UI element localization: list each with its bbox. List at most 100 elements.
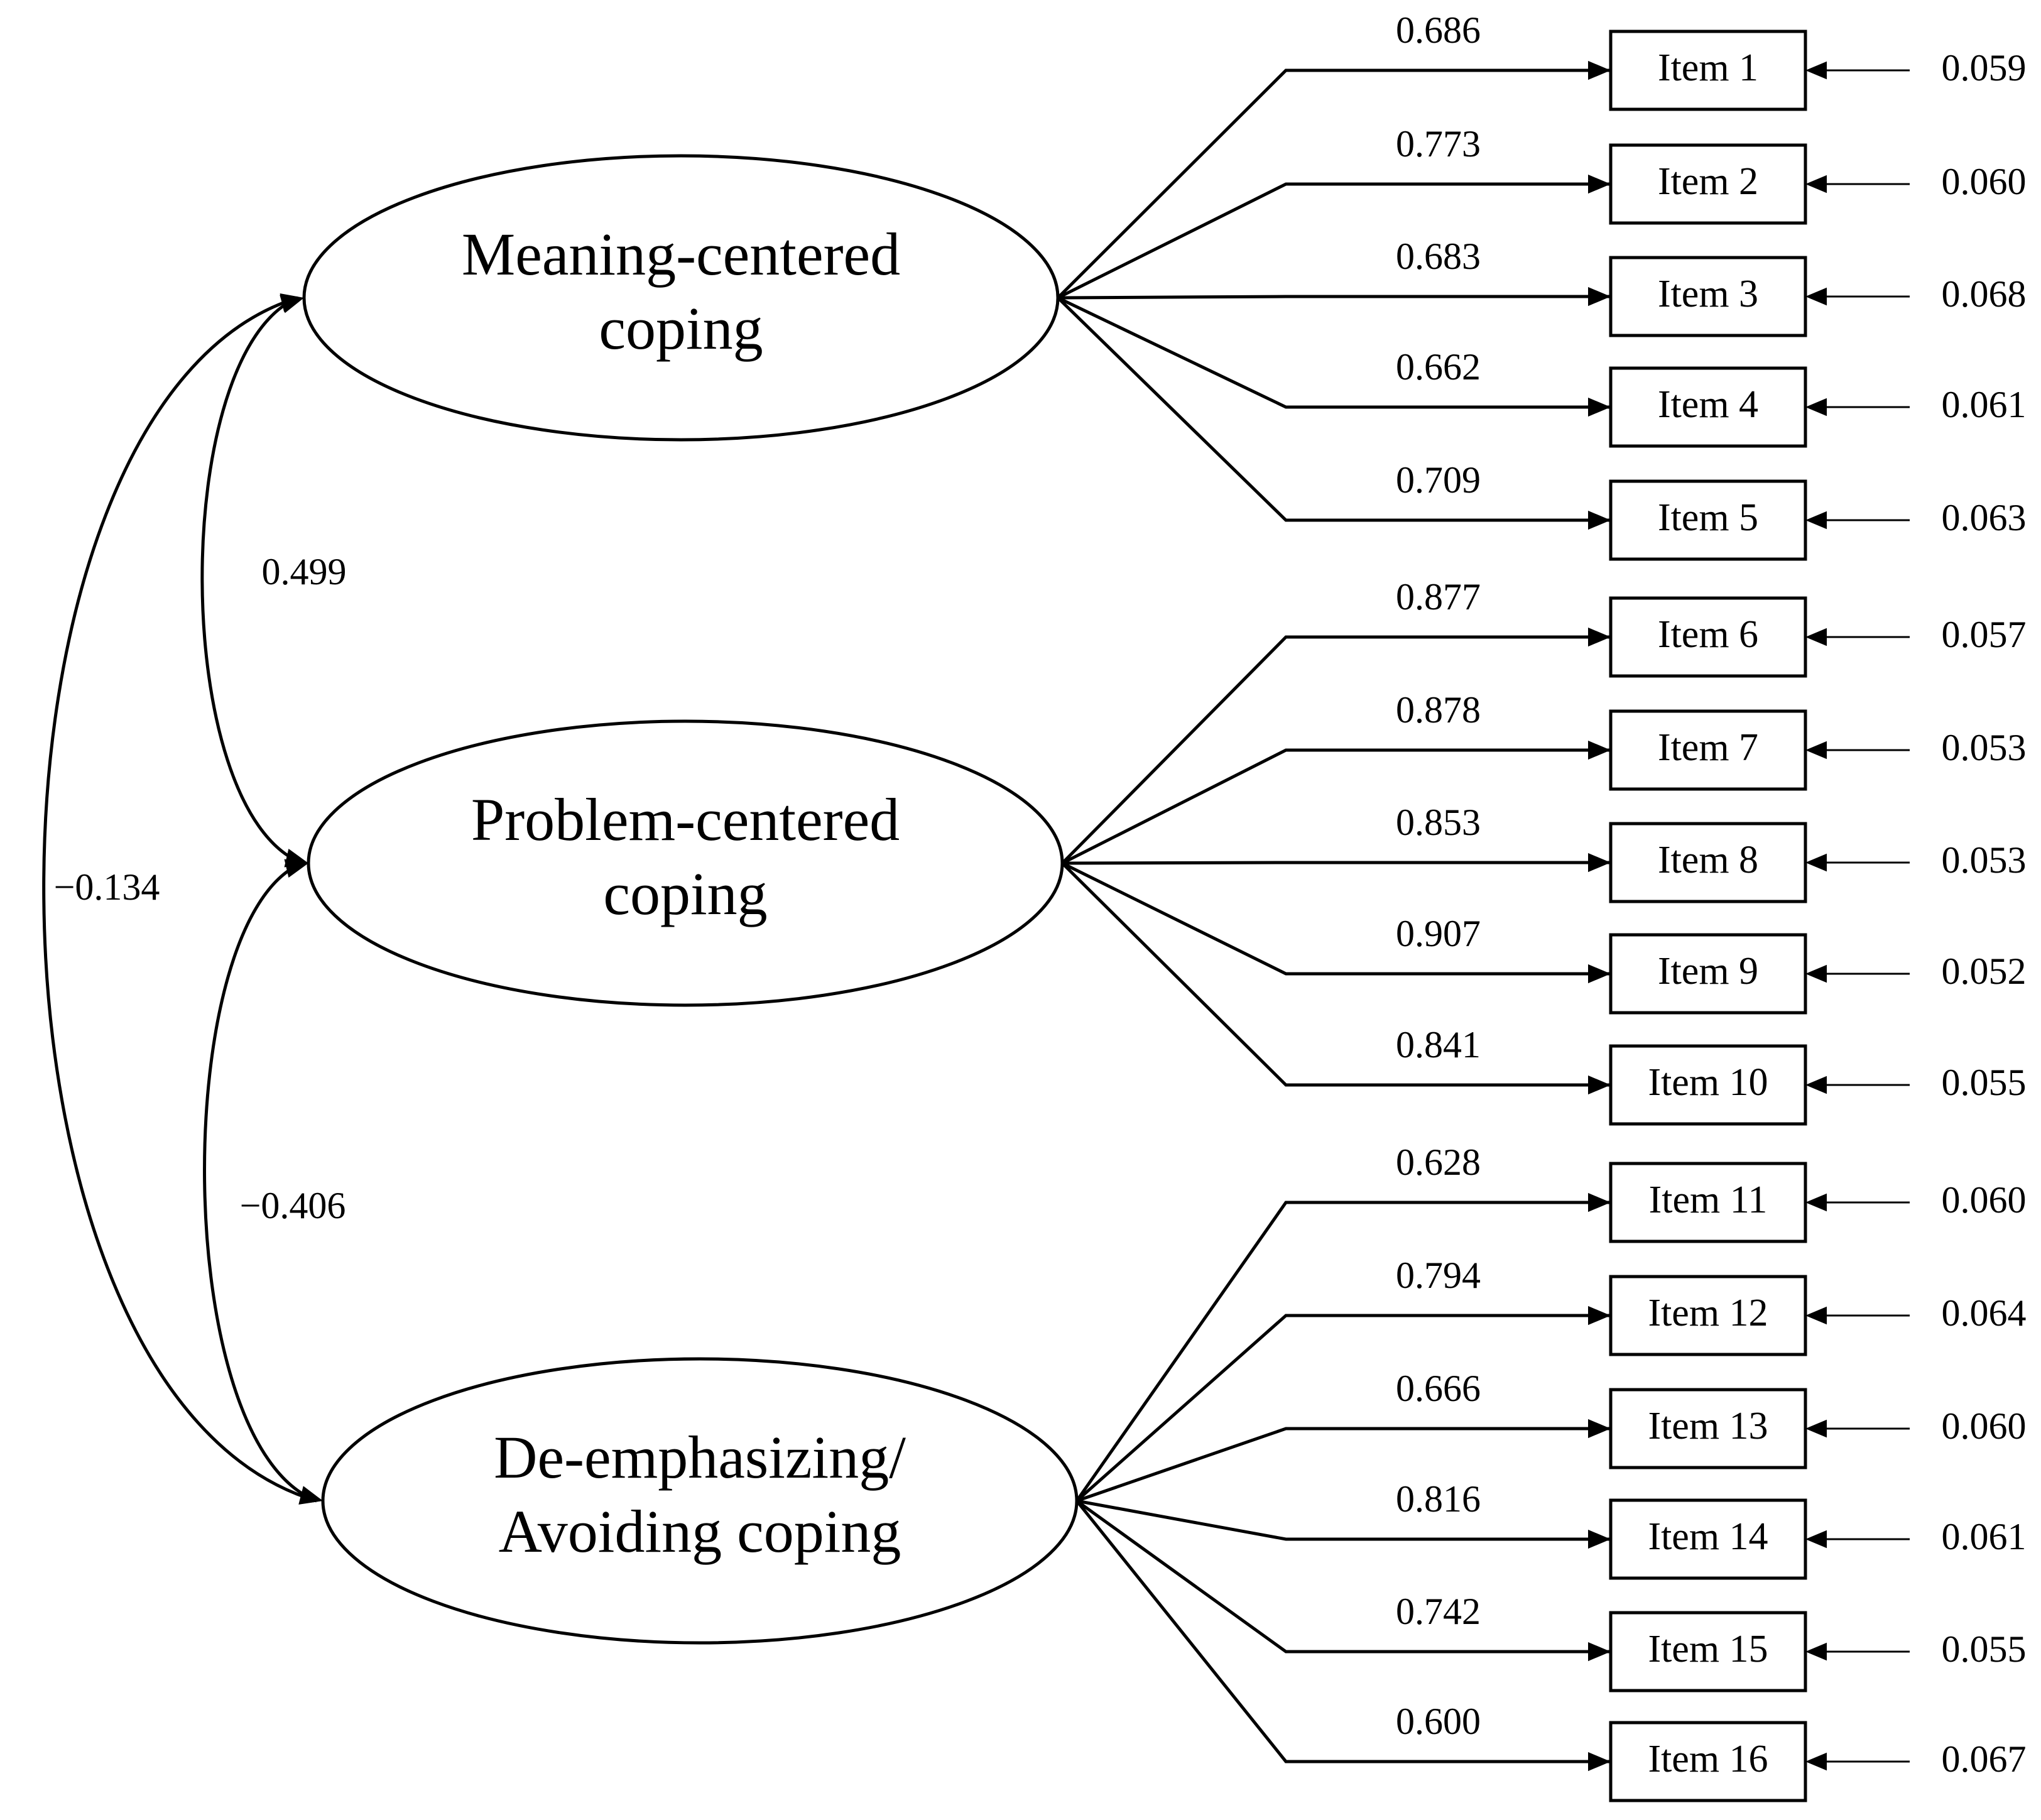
error-variance-label: 0.053 [1942, 839, 2027, 881]
error-arrowhead [1805, 1193, 1827, 1212]
loading-label: 0.666 [1396, 1368, 1481, 1409]
latent-factor-label: Problem-centered [471, 786, 900, 853]
loading-path [1075, 1499, 1609, 1654]
correlation-label: 0.499 [262, 551, 347, 592]
loading-arrowhead [1588, 174, 1611, 194]
item-box [1609, 1275, 1807, 1356]
correlation-arrowhead [280, 295, 304, 313]
item-label: Item 11 [1649, 1179, 1768, 1221]
loading-arrowhead [1588, 964, 1611, 984]
item-box [1609, 933, 1807, 1015]
item-label: Item 7 [1658, 726, 1758, 769]
item-label: Item 15 [1648, 1628, 1768, 1670]
loading-label: 0.686 [1396, 9, 1481, 51]
loading-arrowhead [1588, 60, 1611, 80]
loading-path [1057, 297, 1609, 522]
loading-arrowhead [1588, 286, 1611, 307]
error-arrowhead [1805, 61, 1827, 80]
item-box [1609, 30, 1807, 111]
item-box [1609, 366, 1807, 448]
error-variance-label: 0.061 [1942, 1516, 2027, 1557]
item-label: Item 14 [1648, 1515, 1768, 1558]
loading-path [1061, 748, 1609, 865]
latent-factor-ellipse [307, 719, 1064, 1007]
item-box [1609, 1498, 1807, 1580]
loading-arrowhead [1588, 1419, 1611, 1439]
item-label: Item 13 [1648, 1405, 1768, 1447]
loading-path [1075, 1201, 1609, 1502]
error-variance-label: 0.055 [1942, 1628, 2027, 1670]
item-box [1609, 1611, 1807, 1692]
item-label: Item 8 [1658, 839, 1758, 881]
item-label: Item 10 [1648, 1061, 1768, 1104]
loading-label: 0.878 [1396, 689, 1481, 731]
error-variance-label: 0.057 [1942, 614, 2027, 655]
error-arrowhead [1805, 1419, 1827, 1438]
correlation-curve [203, 861, 317, 1503]
latent-factor-label: Avoiding coping [499, 1498, 901, 1565]
item-label: Item 5 [1658, 496, 1758, 539]
item-box [1609, 1044, 1807, 1126]
correlation-arrowhead [298, 1486, 323, 1505]
error-variance-label: 0.067 [1942, 1738, 2027, 1780]
loading-path [1061, 862, 1609, 1087]
error-variance-label: 0.053 [1942, 727, 2027, 768]
loading-arrowhead [1588, 510, 1611, 530]
latent-factor-label: coping [599, 295, 763, 362]
error-variance-label: 0.068 [1942, 273, 2027, 315]
item-label: Item 1 [1658, 46, 1758, 89]
error-arrowhead [1805, 853, 1827, 872]
loading-label: 0.709 [1396, 459, 1481, 501]
loading-arrowhead [1588, 1642, 1611, 1662]
loading-label: 0.683 [1396, 236, 1481, 277]
error-arrowhead [1805, 287, 1827, 306]
loading-path [1076, 1427, 1609, 1503]
loading-arrowhead [1588, 397, 1611, 417]
item-label: Item 12 [1648, 1292, 1768, 1334]
latent-factor-label: coping [603, 860, 767, 927]
correlation-curve [200, 296, 303, 865]
error-arrowhead [1805, 628, 1827, 646]
item-box [1609, 1162, 1807, 1243]
item-label: Item 2 [1658, 160, 1758, 203]
correlation-curve [42, 296, 317, 1503]
loading-path [1061, 861, 1609, 976]
loading-label: 0.742 [1396, 1591, 1481, 1632]
item-label: Item 9 [1658, 950, 1758, 993]
latent-factor-label: Meaning-centered [462, 221, 900, 288]
loading-label: 0.816 [1396, 1478, 1481, 1520]
error-arrowhead [1805, 964, 1827, 983]
loading-label: 0.794 [1396, 1255, 1481, 1296]
latent-factor-ellipse [321, 1357, 1079, 1645]
error-variance-label: 0.055 [1942, 1062, 2027, 1103]
item-box [1609, 1388, 1807, 1469]
item-box [1609, 822, 1807, 903]
item-box [1609, 256, 1807, 337]
loading-path [1075, 1500, 1609, 1763]
loading-arrowhead [1588, 627, 1611, 647]
error-variance-label: 0.052 [1942, 951, 2027, 992]
item-box [1609, 1721, 1807, 1802]
item-label: Item 3 [1658, 273, 1758, 315]
error-arrowhead [1805, 511, 1827, 530]
loading-arrowhead [1588, 1752, 1611, 1772]
latent-factor-label: De-emphasizing/ [494, 1424, 906, 1491]
loading-label: 0.853 [1396, 802, 1481, 843]
item-box [1609, 143, 1807, 225]
error-arrowhead [1805, 175, 1827, 193]
loading-arrowhead [1588, 1192, 1611, 1212]
loading-path [1061, 635, 1609, 864]
loading-label: 0.773 [1396, 123, 1481, 165]
item-box [1609, 479, 1807, 561]
loading-arrowhead [1588, 1305, 1611, 1326]
error-variance-label: 0.063 [1942, 497, 2027, 538]
item-label: Item 6 [1658, 613, 1758, 656]
error-arrowhead [1805, 1752, 1827, 1771]
loading-label: 0.628 [1396, 1142, 1481, 1183]
loading-label: 0.841 [1396, 1024, 1481, 1065]
error-variance-label: 0.060 [1942, 161, 2027, 202]
loading-arrowhead [1588, 740, 1611, 760]
item-box [1609, 596, 1807, 678]
loading-path [1057, 295, 1609, 300]
